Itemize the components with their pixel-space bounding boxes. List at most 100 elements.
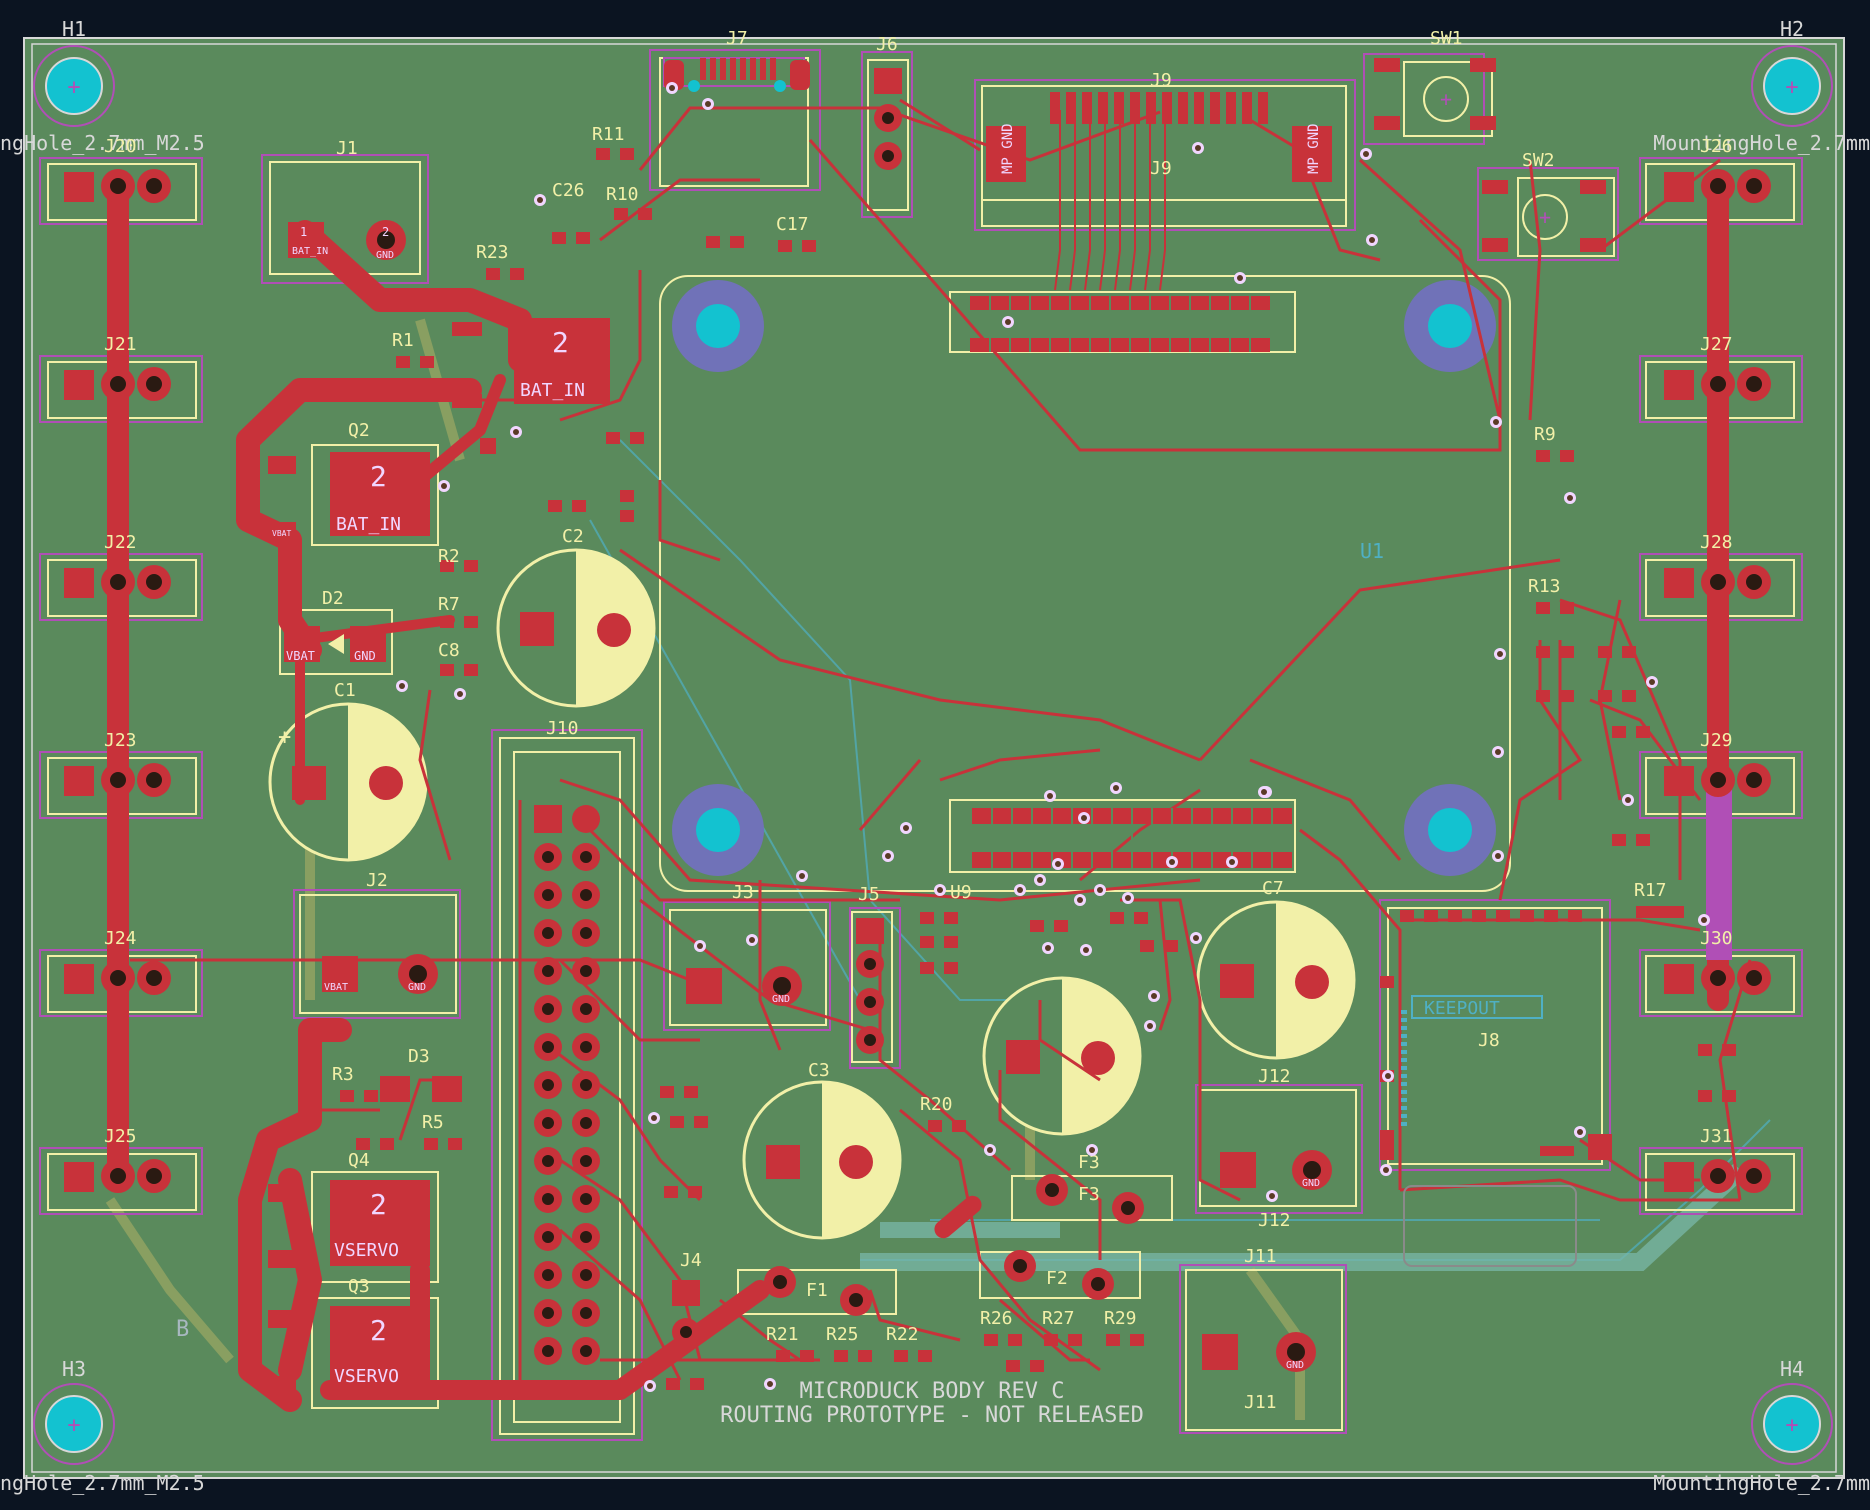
right-headers [1664,169,1771,1193]
svg-text:+: + [67,75,80,100]
connector-j8-ref: J8 [1478,1030,1500,1051]
switch-sw1[interactable]: + SW1 [1374,28,1496,130]
board-title: MICRODUCK BODY REV C ROUTING PROTOTYPE -… [720,1379,1144,1428]
capacitor-c3-ref: C3 [808,1060,830,1081]
mounting-hole-h1-ref: H1 [62,17,86,41]
terminal-j12[interactable]: GND J12 J12 [1220,1066,1332,1231]
capacitor-c7[interactable]: C7 [1196,878,1356,1060]
svg-text:+: + [1440,87,1452,111]
mounting-hole-h2[interactable]: + H2 MountingHole_2.7mm [1653,17,1870,155]
mounting-hole-h4-ref: H4 [1780,1357,1804,1381]
capacitor-c2-ref: C2 [562,526,584,547]
ref-r13: R13 [1528,576,1561,597]
mosfet-q3-pad: 2 [370,1314,387,1347]
capacitor-c1[interactable]: + C1 [268,680,428,862]
svg-text:+: + [67,1413,80,1438]
fuse-f2-ref: F2 [1046,1268,1068,1289]
header-j5[interactable]: J5 [856,884,884,1054]
ref-b: B [176,1317,189,1342]
fuse-f1-ref: F1 [806,1280,828,1301]
smd-passives [340,148,1736,1390]
svg-text:+: + [1539,205,1551,229]
terminal-j2-ref: J2 [366,870,388,891]
ref-r9: R9 [1534,424,1556,445]
header-j5-ref: J5 [858,884,880,905]
mosfet-q4[interactable]: 2 VSERVO Q4 [268,1150,430,1268]
ref-u9: U9 [950,882,972,903]
u1-ref: U1 [1360,539,1384,563]
u1-module[interactable]: U1 [672,280,1496,876]
diode-d3[interactable]: D3 [380,1046,462,1102]
switch-sw2[interactable]: + SW2 [1482,150,1606,252]
mosfet-upper-net: BAT_IN [520,380,585,401]
mosfet-upper[interactable]: 2 BAT_IN [514,318,610,404]
ref-r25: R25 [826,1324,859,1345]
terminal-j11-net2: GND [1286,1360,1304,1371]
terminal-j2-net2: GND [408,982,426,993]
header-label-j24: J24 [104,928,137,949]
terminal-j2[interactable]: VBAT GND J2 [322,870,438,994]
header-label-j27: J27 [1700,334,1733,355]
fuse-f2[interactable]: F2 [1004,1250,1114,1300]
fuse-f3[interactable]: F3 F3 [1036,1152,1144,1224]
capacitor-c2[interactable]: C2 [496,526,656,708]
ffc-connector-top[interactable] [970,296,1270,352]
terminal-j1-net2: GND [376,250,394,261]
mosfet-q4-net: VSERVO [334,1240,399,1261]
fuse-f1[interactable]: F1 [764,1266,872,1316]
ref-r2: R2 [438,546,460,567]
mounting-hole-h4[interactable]: + H4 MountingHole_2.7mm [1653,1357,1870,1495]
diode-d2-ref: D2 [322,588,344,609]
diode-d3-ref: D3 [408,1046,430,1067]
connector-j8-keepout: KEEPOUT [1424,998,1500,1019]
terminal-j1[interactable]: 1 BAT_IN 2 GND J1 [288,138,406,261]
terminal-j11[interactable]: GND J11 J11 [1202,1246,1316,1413]
header-label-j22: J22 [104,532,137,553]
diode-d2[interactable]: VBAT GND D2 [284,588,386,663]
fuse-f3-ref: F3 [1078,1184,1100,1205]
ref-r22: R22 [886,1324,919,1345]
mounting-hole-h3[interactable]: + H3 ngHole_2.7mm_M2.5 [0,1357,205,1495]
svg-text:+: + [1785,1413,1798,1438]
header-j10[interactable]: J10 [534,718,600,1365]
left-header-labels: J20 J21 J22 J23 J24 J25 [104,136,137,1147]
terminal-j1-pin2: 2 [382,225,389,239]
ref-c26: C26 [552,180,585,201]
mosfet-q2[interactable]: 2 BAT_IN Q2 VBAT [268,420,430,540]
ref-r17: R17 [1634,880,1667,901]
terminal-j1-ref: J1 [336,138,358,159]
terminal-j1-net1: BAT_IN [292,246,328,257]
svg-text:+: + [278,725,291,750]
header-j6[interactable]: J6 [874,34,902,170]
header-j6-ref: J6 [876,34,898,55]
usb-connector-j7[interactable]: J7 [663,28,810,92]
header-label-j25: J25 [104,1126,137,1147]
mosfet-q2-pad: 2 [370,460,387,493]
header-label-j23: J23 [104,730,137,751]
ref-r3: R3 [332,1064,354,1085]
header-j4[interactable]: J4 [672,1250,702,1346]
connector-j9[interactable]: MP GND MP GND J9 J9 [986,70,1332,182]
terminal-j12-ref-bottom: J12 [1258,1210,1291,1231]
mounting-hole-h1[interactable]: + H1 ngHole_2.7mm_M2.5 [0,17,205,155]
terminal-j3-net2: GND [772,994,790,1005]
switch-sw2-ref: SW2 [1522,150,1555,171]
terminal-j12-net2: GND [1302,1178,1320,1189]
mosfet-q2-vbat: VBAT [272,529,291,538]
terminal-j11-ref: J11 [1244,1246,1277,1267]
terminal-j2-net1: VBAT [324,982,348,993]
mounting-hole-h2-ref: H2 [1780,17,1804,41]
header-label-j21: J21 [104,334,137,355]
right-header-labels: J26 J27 J28 J29 J30 J31 [1700,136,1733,1147]
capacitor-c3[interactable]: C3 [742,1060,902,1240]
mounting-hole-h3-ref: H3 [62,1357,86,1381]
board-edge-cuts [31,43,1837,1473]
left-headers [64,169,171,1193]
slot-pad [934,1195,982,1239]
mosfet-q3[interactable]: 2 VSERVO Q3 [268,1276,430,1394]
terminal-j3[interactable]: GND J3 [686,882,802,1006]
mounting-hole-h4-footprint: MountingHole_2.7mm [1653,1471,1870,1495]
diode-d2-net2: GND [354,649,376,663]
connector-j8[interactable]: KEEPOUT J8 [1401,995,1577,1267]
